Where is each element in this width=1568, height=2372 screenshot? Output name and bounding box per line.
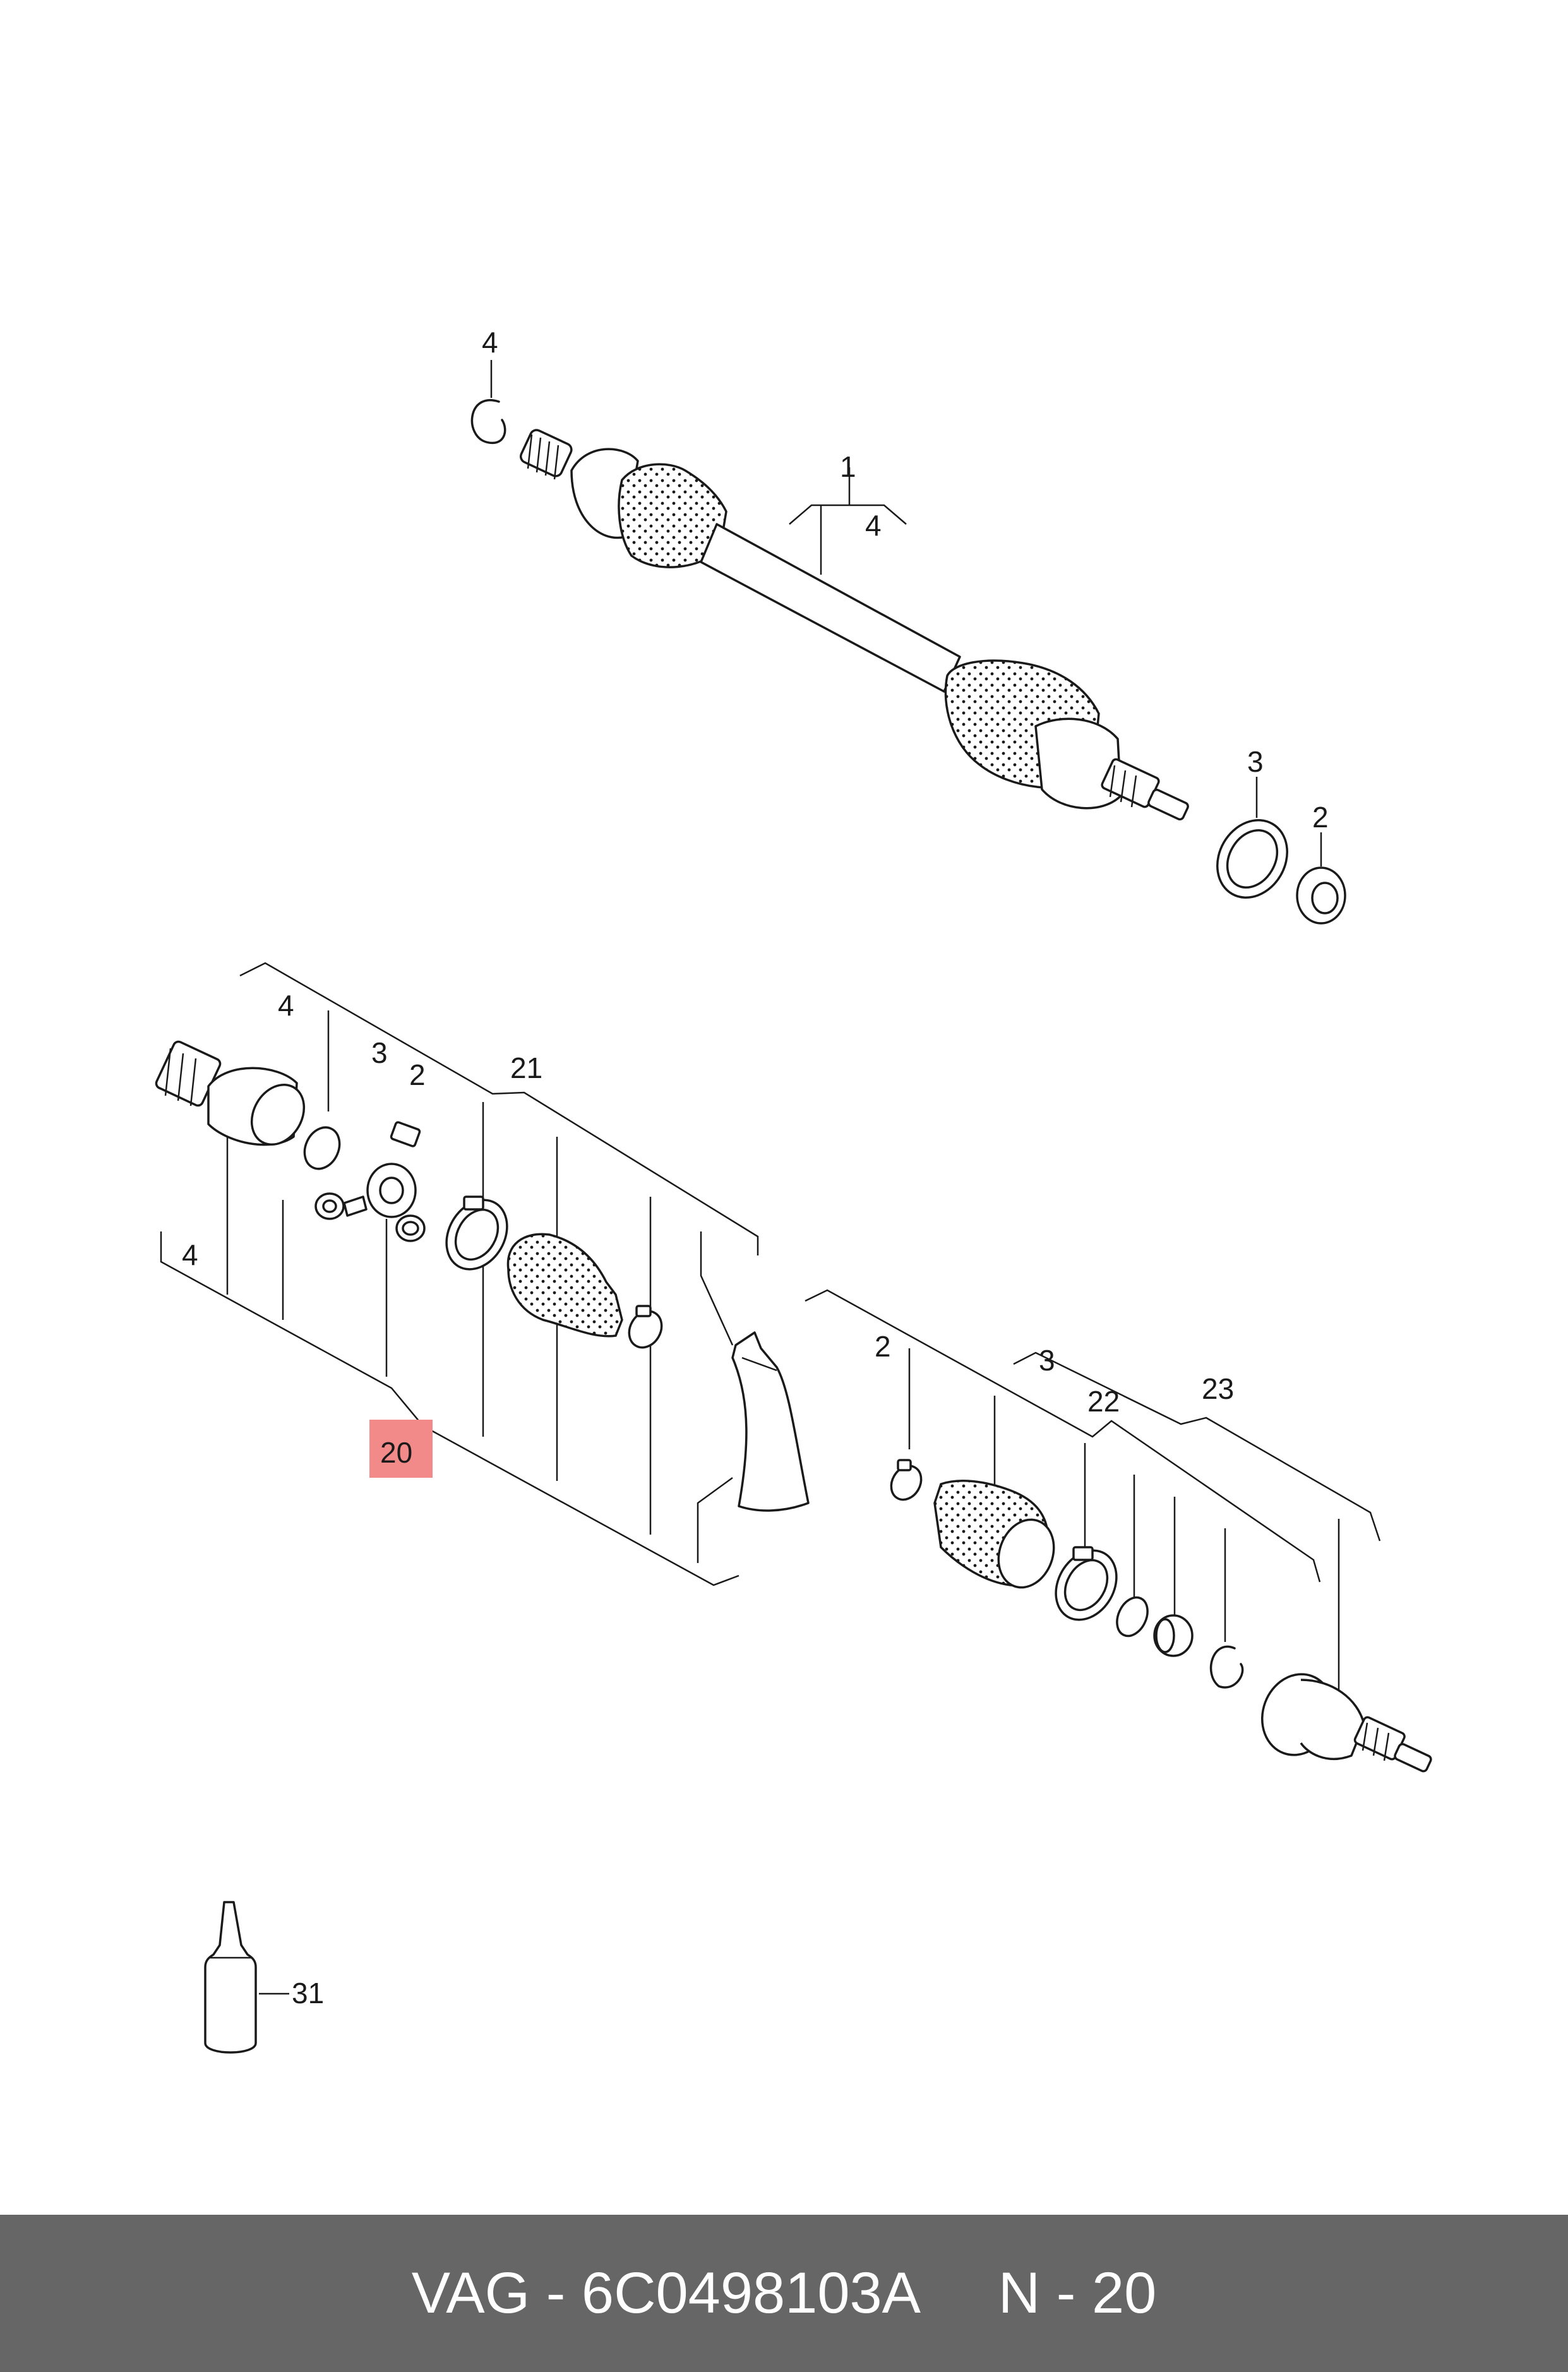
callout-inner-4: 4 xyxy=(278,989,294,1022)
outer-spline-stub xyxy=(1101,758,1189,821)
inner-joint-kit xyxy=(155,962,810,1586)
circlip-inner xyxy=(303,1126,341,1170)
spacer-ring xyxy=(1116,1596,1149,1638)
callout-outer-2: 2 xyxy=(875,1330,891,1363)
ring-top xyxy=(1216,819,1288,899)
callout-labels: 4 1 4 3 2 4 3 2 21 4 20 2 3 22 23 31 xyxy=(182,326,1329,2010)
callout-outer-23: 23 xyxy=(1202,1372,1234,1405)
drive-shaft-assembly xyxy=(470,399,1346,925)
dish-spring xyxy=(1153,1614,1194,1657)
outer-joint-housing xyxy=(1034,717,1122,810)
callout-inner-21: 21 xyxy=(510,1051,542,1084)
callout-top-4: 4 xyxy=(482,326,498,359)
boot-inner xyxy=(506,1233,623,1338)
callout-top-3: 3 xyxy=(1247,745,1264,778)
shaft xyxy=(700,523,961,693)
grease-tube xyxy=(731,1331,810,1512)
boot-clamp-inner-small xyxy=(628,1305,663,1349)
boot-clamp-outer-small xyxy=(890,1459,923,1501)
callout-outer-3: 3 xyxy=(1039,1344,1055,1377)
boot-clamp-inner-large xyxy=(445,1195,508,1271)
callout-inner-3: 3 xyxy=(371,1036,388,1069)
part-number-text: VAG - 6C0498103A N - 20 xyxy=(411,2261,1157,2325)
callout-inner-4b: 4 xyxy=(182,1238,198,1271)
callout-outer-22: 22 xyxy=(1087,1385,1120,1418)
callout-top-2: 2 xyxy=(1312,801,1329,834)
callout-top-4b: 4 xyxy=(865,509,882,542)
callout-inner-2: 2 xyxy=(409,1058,426,1091)
top-leaders xyxy=(490,360,1322,866)
part-number-footer: VAG - 6C0498103A N - 20 xyxy=(0,2215,1568,2372)
outer-joint-body xyxy=(1260,1673,1432,1773)
circlip-top xyxy=(470,399,506,445)
adhesive-bottle xyxy=(204,1901,289,2054)
inner-spline-stub xyxy=(519,429,573,480)
outer-joint-kit xyxy=(805,1289,1432,1773)
circlip-outer xyxy=(1209,1645,1244,1689)
tripod-spider xyxy=(314,1121,426,1242)
boot-clamp-outer-large xyxy=(1055,1546,1118,1621)
nut-top xyxy=(1296,866,1346,925)
highlight-box xyxy=(369,1420,433,1478)
callout-grease-31: 31 xyxy=(292,1977,324,2010)
joint-housing-left xyxy=(155,1040,306,1146)
callout-top-1: 1 xyxy=(840,450,856,483)
callout-highlight-20: 20 xyxy=(380,1436,412,1469)
